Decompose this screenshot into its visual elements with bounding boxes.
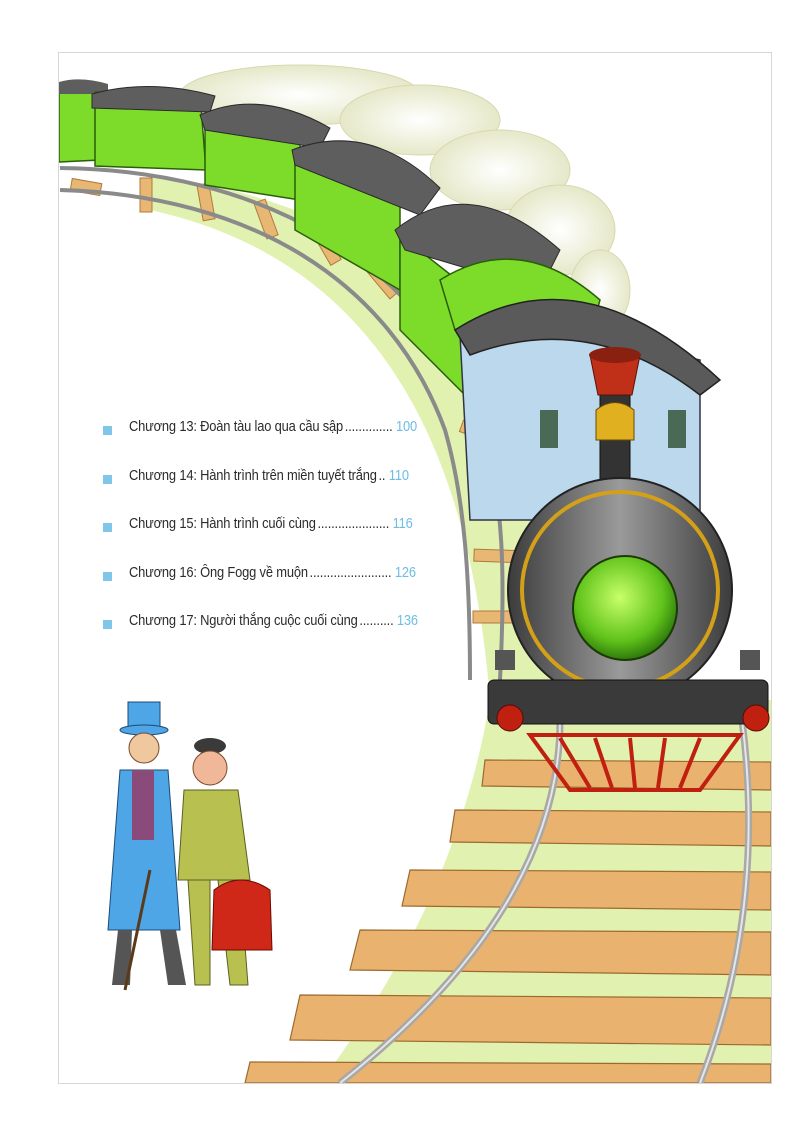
page-border [58, 52, 772, 1084]
lower-sleepers [244, 759, 771, 1083]
chapter-label: Chương 15: [129, 515, 197, 532]
servant-figure [177, 738, 273, 986]
chapter-title: Ông Fogg về muộn [200, 563, 308, 581]
bullet-square [103, 571, 112, 581]
page-number: 126 [394, 563, 416, 581]
dot-leader: .. [378, 466, 386, 484]
page-number: 136 [396, 612, 418, 629]
grass-strip [150, 175, 771, 1083]
chapter-title: Hành trình trên miền tuyết trắng [200, 466, 377, 484]
chapter-title: Hành trình cuối cùng [200, 515, 316, 532]
dot-leader: .............. [344, 418, 393, 435]
dot-leader: ........................ [309, 563, 392, 581]
gentleman-figure [107, 701, 186, 991]
bullet-square [103, 620, 112, 629]
bullet-square [103, 474, 112, 484]
chapter-label: Chương 17: [129, 612, 197, 629]
chapter-title: Đoàn tàu lao qua cầu sập [200, 418, 344, 435]
page-number: 100 [395, 418, 418, 435]
toc-entry-13[interactable]: Chương 13: Đoàn tàu lao qua cầu sập ....… [103, 418, 443, 467]
dot-leader: .......... [359, 612, 394, 629]
bullet-square [103, 426, 112, 435]
bullet-square [103, 523, 112, 532]
dot-leader: ..................... [317, 515, 390, 532]
page-number: 110 [388, 466, 409, 484]
page-number: 116 [392, 515, 413, 532]
chapter-label: Chương 13: [129, 418, 197, 435]
locomotive [453, 298, 770, 792]
toc-entry-14[interactable]: Chương 14: Hành trình trên miền tuyết tr… [103, 467, 443, 516]
toc-entry-17[interactable]: Chương 17: Người thắng cuộc cuối cùng ..… [103, 612, 443, 661]
toc-entry-15[interactable]: Chương 15: Hành trình cuối cùng ........… [103, 515, 443, 564]
chapter-label: Chương 14: [129, 466, 197, 484]
chapter-label: Chương 16: [129, 563, 197, 581]
table-of-contents: Chương 13: Đoàn tàu lao qua cầu sập ....… [103, 418, 443, 661]
toc-entry-16[interactable]: Chương 16: Ông Fogg về muộn ............… [103, 564, 443, 613]
chapter-title: Người thắng cuộc cuối cùng [200, 612, 358, 629]
